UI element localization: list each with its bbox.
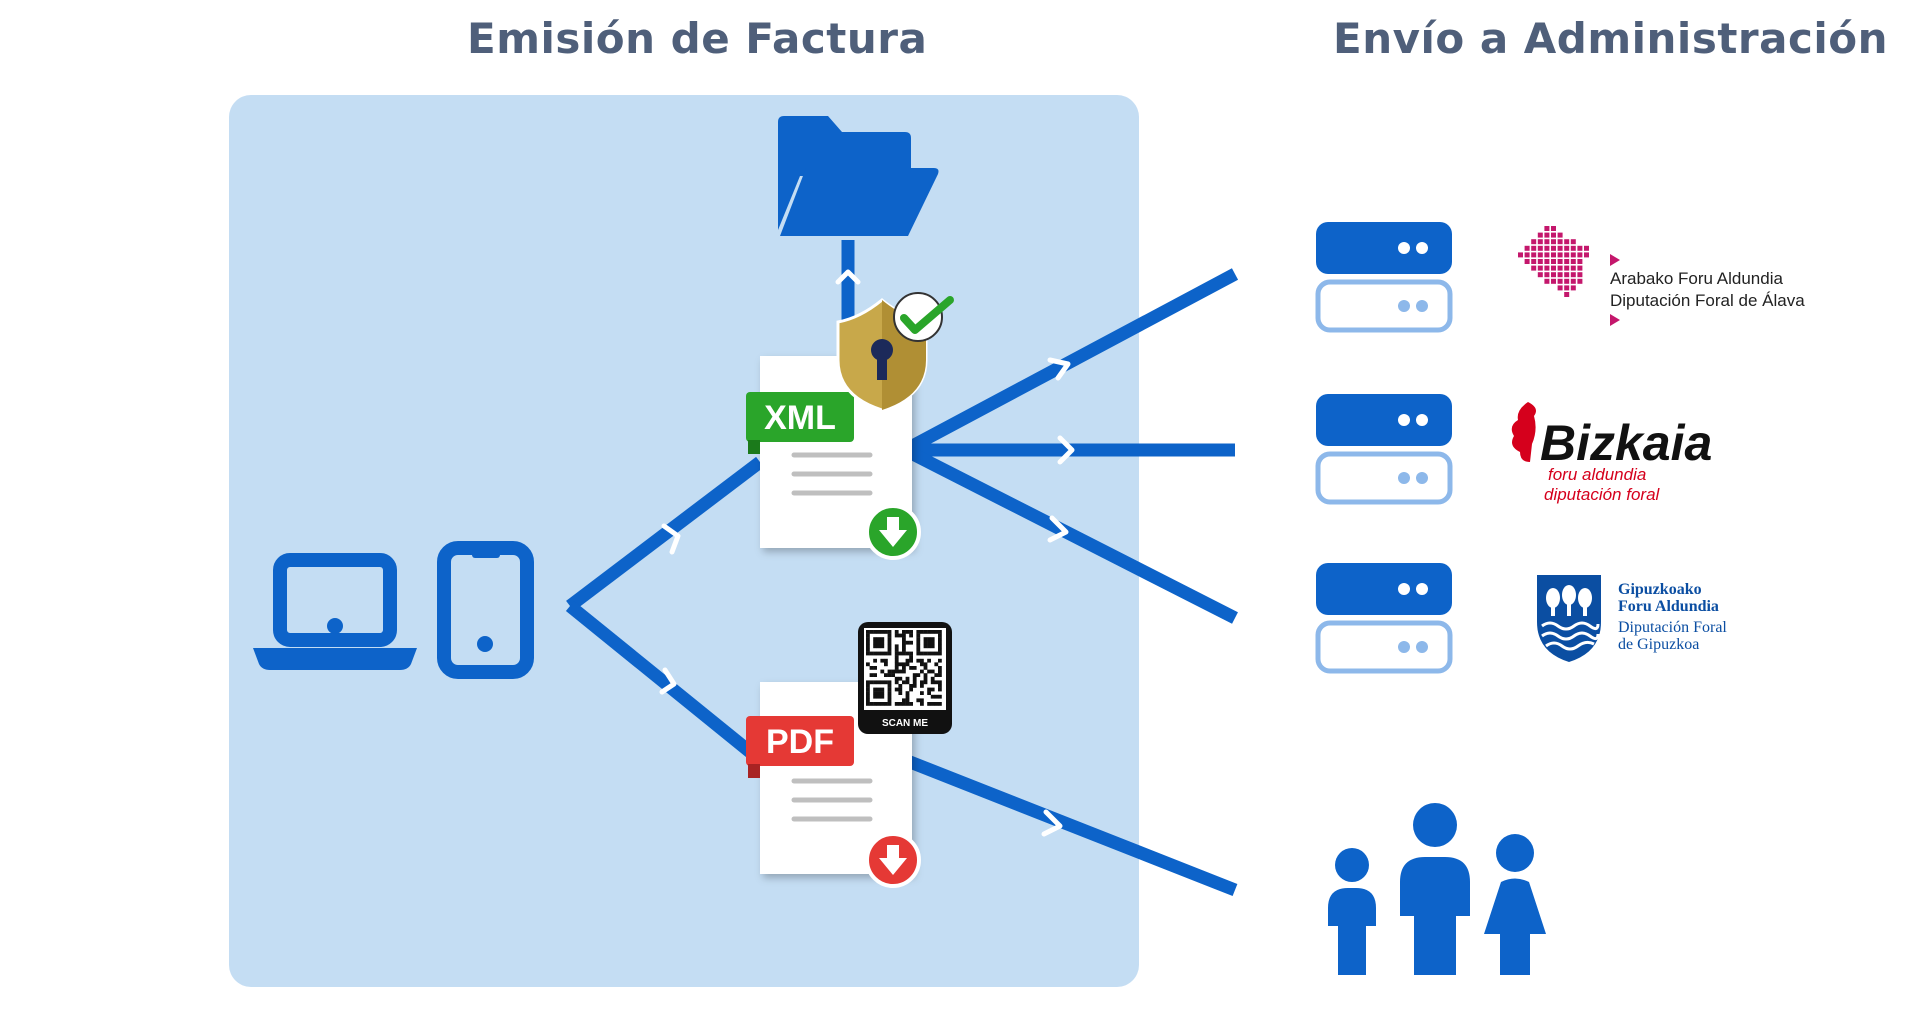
gipuzkoa-line1: Gipuzkoako <box>1618 581 1702 598</box>
gipuzkoa-line4: de Gipuzkoa <box>1618 636 1699 653</box>
bizkaia-name: Bizkaia <box>1540 415 1712 471</box>
connector-lines <box>565 240 1239 897</box>
heading-envio: Envío a Administración <box>1333 14 1889 63</box>
connector-to-pdf <box>565 600 765 766</box>
phone-icon <box>437 541 534 679</box>
bizkaia-line1: foru aldundia <box>1548 465 1646 484</box>
bizkaia-logo: Bizkaia foru aldundia diputación foral <box>1511 402 1712 504</box>
server-icon-gipuzkoa <box>1315 563 1453 674</box>
download-icon <box>865 832 921 888</box>
people-icon <box>1328 803 1546 975</box>
laptop-icon <box>253 553 417 670</box>
alava-line2: Diputación Foral de Álava <box>1610 291 1805 310</box>
server-icon-alava <box>1315 222 1453 333</box>
download-icon <box>865 504 921 560</box>
server-icon-bizkaia <box>1315 394 1453 505</box>
arrow-to-folder <box>835 269 861 285</box>
oak-leaf-icon <box>1511 402 1536 462</box>
qr-caption: SCAN ME <box>882 718 928 729</box>
arrow-to-bizkaia <box>1057 435 1075 465</box>
folder-icon <box>778 116 939 236</box>
arrow-to-alava <box>1047 357 1071 381</box>
xml-tag-label: XML <box>764 399 836 437</box>
arrow-to-people <box>1041 809 1063 837</box>
bizkaia-line2: diputación foral <box>1544 485 1661 504</box>
connector-to-alava <box>901 268 1239 456</box>
arrow-to-xml <box>661 523 681 555</box>
pdf-tag-label: PDF <box>766 723 834 761</box>
flow-arrows <box>659 269 1075 837</box>
gipuzkoa-line3: Diputación Foral <box>1618 619 1727 636</box>
emission-panel <box>229 95 1139 987</box>
check-icon <box>893 292 954 342</box>
xml-tag <box>746 392 854 442</box>
arrow-to-pdf <box>659 667 677 695</box>
connector-to-gipuzkoa <box>902 444 1238 624</box>
connector-to-people <box>902 753 1238 897</box>
connector-to-xml <box>566 456 764 612</box>
alava-logo: Arabako Foru Aldundia Diputación Foral d… <box>1518 226 1805 326</box>
pdf-tag <box>746 716 854 766</box>
gipuzkoa-logo: Gipuzkoako Foru Aldundia Diputación Fora… <box>1537 575 1727 662</box>
gipuzkoa-line2: Foru Aldundia <box>1618 598 1719 615</box>
arrow-to-gipuzkoa <box>1047 515 1069 543</box>
heading-emision: Emisión de Factura <box>467 14 928 63</box>
alava-line1: Arabako Foru Aldundia <box>1610 269 1783 288</box>
qr-code-icon: SCAN ME <box>858 622 952 734</box>
